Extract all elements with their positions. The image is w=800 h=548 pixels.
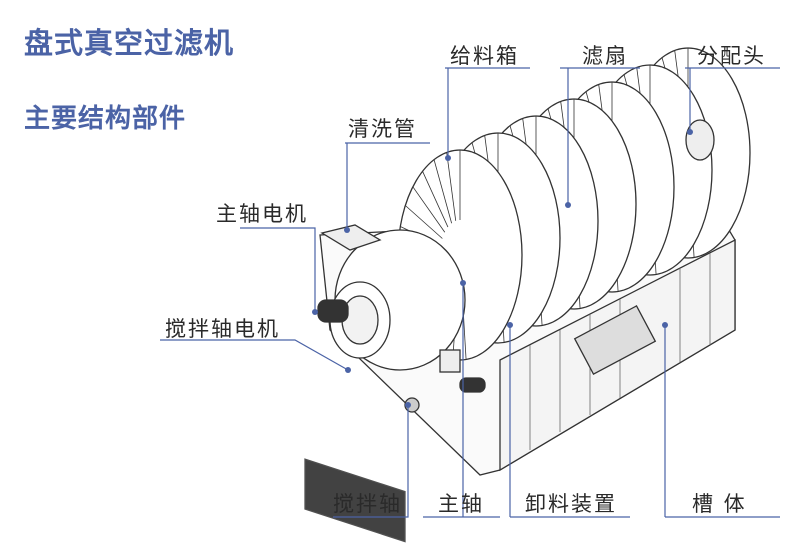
- label-distributor-head: 分配头: [697, 44, 766, 68]
- disc-spoke: [433, 159, 453, 224]
- label-agitator-motor: 搅拌轴电机: [165, 317, 280, 341]
- label-main-shaft: 主轴: [438, 492, 484, 516]
- logo-plate: [573, 305, 657, 375]
- label-filter-disc: 滤扇: [582, 44, 628, 68]
- label-discharge-device: 卸料装置: [525, 492, 617, 516]
- leader-lines: [160, 67, 780, 518]
- label-wash-pipe: 清洗管: [348, 117, 417, 141]
- disc-spoke: [412, 186, 446, 233]
- page-title: 盘式真空过滤机: [24, 26, 235, 60]
- label-tank-body: 槽 体: [692, 492, 747, 516]
- label-main-shaft-motor: 主轴电机: [216, 202, 308, 226]
- label-agitator-shaft: 搅拌轴: [333, 492, 402, 516]
- disc-spoke: [446, 152, 457, 221]
- disc-spoke: [422, 171, 449, 228]
- label-feed-box: 给料箱: [450, 44, 519, 68]
- section-subtitle: 主要结构部件: [24, 104, 187, 134]
- main-shaft-motor: [317, 299, 349, 323]
- disc-spoke: [405, 205, 443, 239]
- distributor-head: [685, 119, 715, 161]
